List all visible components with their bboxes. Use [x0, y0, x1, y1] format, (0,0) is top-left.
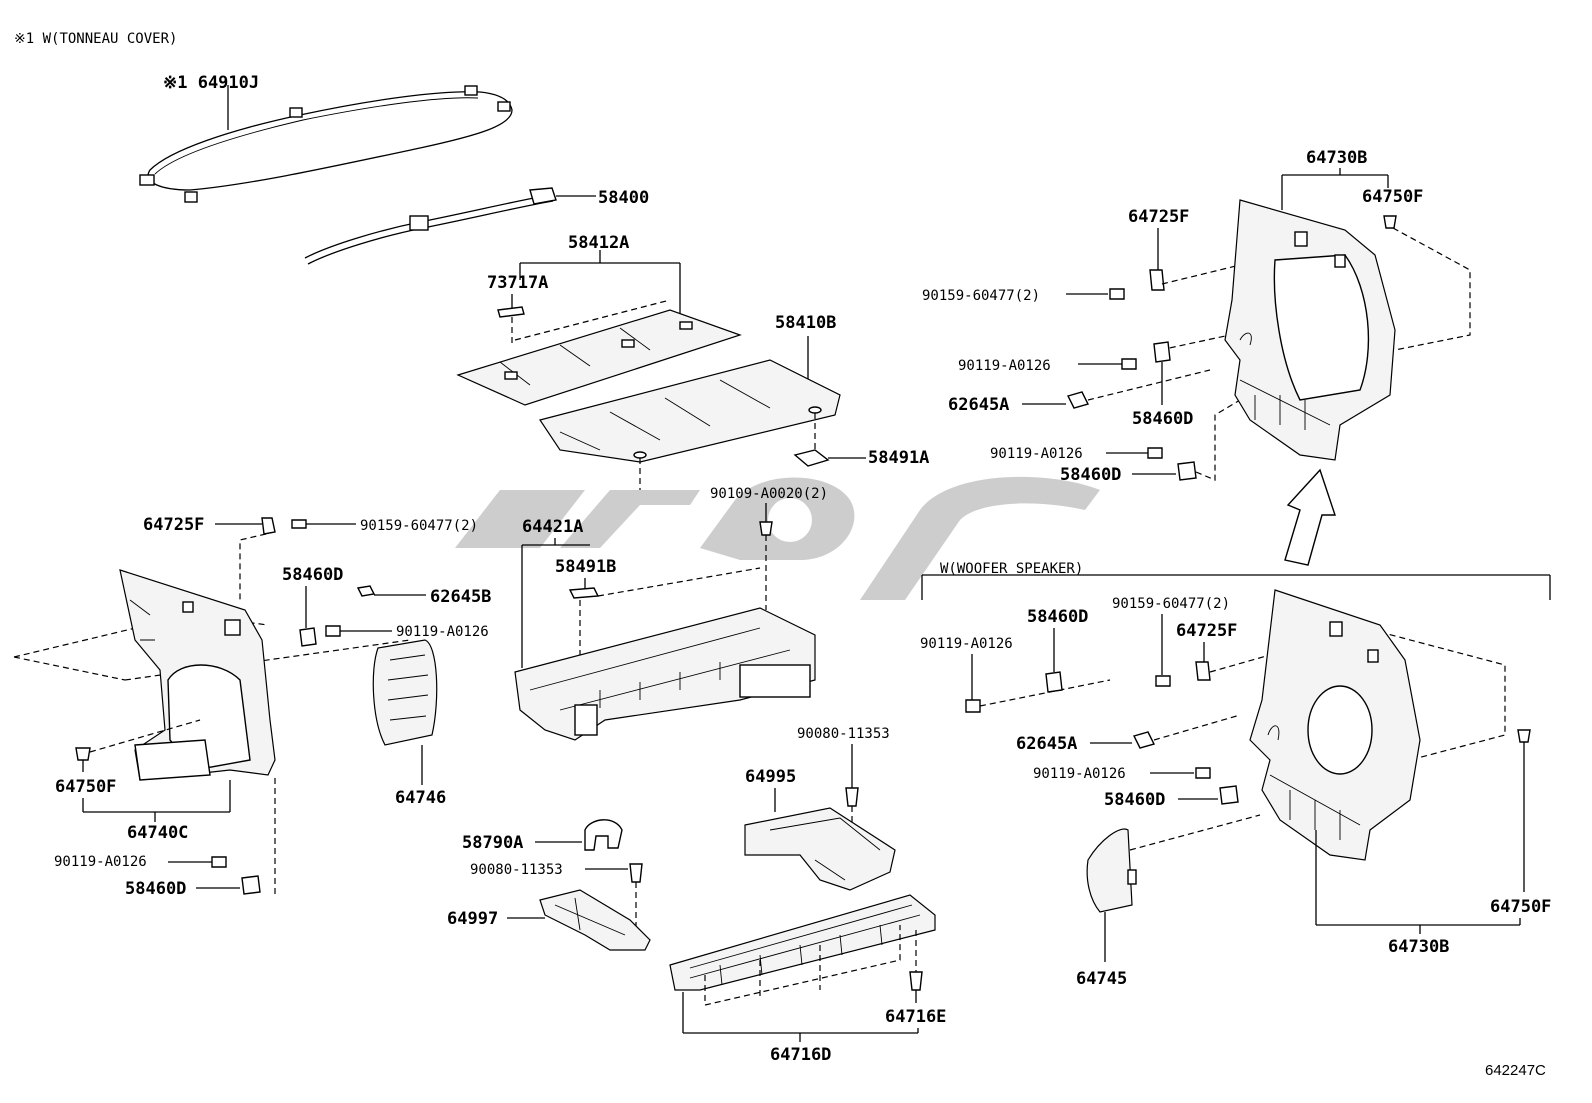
label-64750F-top: 64750F: [1362, 187, 1423, 207]
label-62645A-top: 62645A: [948, 395, 1009, 415]
deck-board-58412A: [456, 309, 742, 406]
clip-58491B: [568, 587, 600, 599]
bolt-90109: [759, 521, 773, 536]
arrow-up: [1284, 468, 1336, 566]
clip-64750F-w: [1517, 729, 1531, 743]
clip-73717A: [497, 306, 525, 318]
label-90080-a: 90080-11353: [470, 862, 563, 878]
label-58410B: 58410B: [775, 313, 836, 333]
label-64725F-left: 64725F: [143, 515, 204, 535]
label-58460D-top1: 58460D: [1132, 409, 1193, 429]
label-64716D: 64716D: [770, 1045, 831, 1065]
nut-58460D-left2: [241, 875, 261, 895]
label-64910J: ※1 64910J: [163, 73, 259, 93]
screw-90119-top2: [1147, 447, 1163, 459]
screw-90159-w: [1155, 675, 1171, 687]
clip-64725F-top: [1149, 269, 1165, 291]
side-trim-64740C: [119, 569, 276, 781]
tray-64995: [744, 807, 896, 891]
label-90119-top2: 90119-A0126: [990, 446, 1083, 462]
label-90080-b: 90080-11353: [797, 726, 890, 742]
label-64745: 64745: [1076, 969, 1127, 989]
label-58491A: 58491A: [868, 448, 929, 468]
tray-64421A: [514, 607, 816, 741]
label-90119-w2: 90119-A0126: [1033, 766, 1126, 782]
label-64995: 64995: [745, 767, 796, 787]
deck-board-58410B: [539, 359, 841, 463]
screw-90159-top: [1109, 288, 1125, 300]
clip-64750F-left: [75, 747, 91, 761]
scuff-plate-64716D: [669, 894, 936, 991]
cover-64746: [372, 639, 438, 746]
label-64750F-left: 64750F: [55, 777, 116, 797]
label-58400: 58400: [598, 188, 649, 208]
label-58460D-top2: 58460D: [1060, 465, 1121, 485]
clip-64750F-top: [1383, 215, 1397, 229]
nut-58460D-left1: [299, 627, 317, 647]
label-90159-left: 90159-60477(2): [360, 518, 478, 534]
label-58790A: 58790A: [462, 833, 523, 853]
label-64725F-w: 64725F: [1176, 621, 1237, 641]
clip-58491A: [793, 449, 830, 467]
label-58412A: 58412A: [568, 233, 629, 253]
label-64421A: 64421A: [522, 517, 583, 537]
label-62645B: 62645B: [430, 587, 491, 607]
screw-90119-w2: [1195, 767, 1211, 779]
label-64725F-top: 64725F: [1128, 207, 1189, 227]
cover-64745: [1086, 828, 1137, 913]
clip-64725F-w: [1195, 661, 1211, 681]
screw-90119-top1: [1121, 358, 1137, 370]
label-90109: 90109-A0020(2): [710, 486, 828, 502]
label-64730B-top: 64730B: [1306, 148, 1367, 168]
nut-58460D-w2: [1219, 785, 1239, 805]
clip-64716E: [909, 971, 923, 991]
strap-58400: [304, 187, 557, 265]
label-64746: 64746: [395, 788, 446, 808]
bolt-90080-b: [845, 787, 859, 807]
watermark-logo: [455, 476, 1100, 600]
label-58460D-left2: 58460D: [125, 879, 186, 899]
screw-90119-w1: [965, 699, 981, 713]
label-73717A: 73717A: [487, 273, 548, 293]
label-64997: 64997: [447, 909, 498, 929]
nut-58460D-top1: [1153, 341, 1171, 363]
label-58460D-left1: 58460D: [282, 565, 343, 585]
label-64716E: 64716E: [885, 1007, 946, 1027]
side-trim-64730B-top: [1224, 199, 1396, 461]
label-64750F-w: 64750F: [1490, 897, 1551, 917]
label-64730B-w: 64730B: [1388, 937, 1449, 957]
tonneau-cable: [139, 85, 513, 203]
label-62645A-w: 62645A: [1016, 734, 1077, 754]
clip-58790A: [584, 819, 623, 851]
label-58460D-w1: 58460D: [1027, 607, 1088, 627]
nut-58460D-w1: [1045, 671, 1063, 693]
woofer-note: W(WOOFER SPEAKER): [940, 561, 1083, 577]
screw-90119-left1: [325, 625, 341, 637]
label-64740C: 64740C: [127, 823, 188, 843]
bracket-64997: [539, 889, 651, 951]
side-trim-64730B-woofer: [1249, 589, 1421, 861]
clip-64725F-left: [261, 517, 276, 535]
clip-62645A-top: [1066, 391, 1090, 409]
nut-58460D-top2: [1177, 461, 1197, 481]
label-58491B: 58491B: [555, 557, 616, 577]
label-90119-left1: 90119-A0126: [396, 624, 489, 640]
clip-62645A-w: [1132, 731, 1156, 749]
label-90119-top1: 90119-A0126: [958, 358, 1051, 374]
label-90159-top: 90159-60477(2): [922, 288, 1040, 304]
clip-62645B: [356, 585, 376, 597]
label-90119-left2: 90119-A0126: [54, 854, 147, 870]
tonneau-note: ※1 W(TONNEAU COVER): [14, 31, 177, 47]
label-90119-w1: 90119-A0126: [920, 636, 1013, 652]
label-58460D-w2: 58460D: [1104, 790, 1165, 810]
bolt-90080-a: [629, 863, 643, 883]
label-90159-w: 90159-60477(2): [1112, 596, 1230, 612]
diagram-code: 642247C: [1485, 1062, 1546, 1079]
screw-90119-left2: [211, 856, 227, 868]
screw-90159-left: [291, 519, 307, 529]
